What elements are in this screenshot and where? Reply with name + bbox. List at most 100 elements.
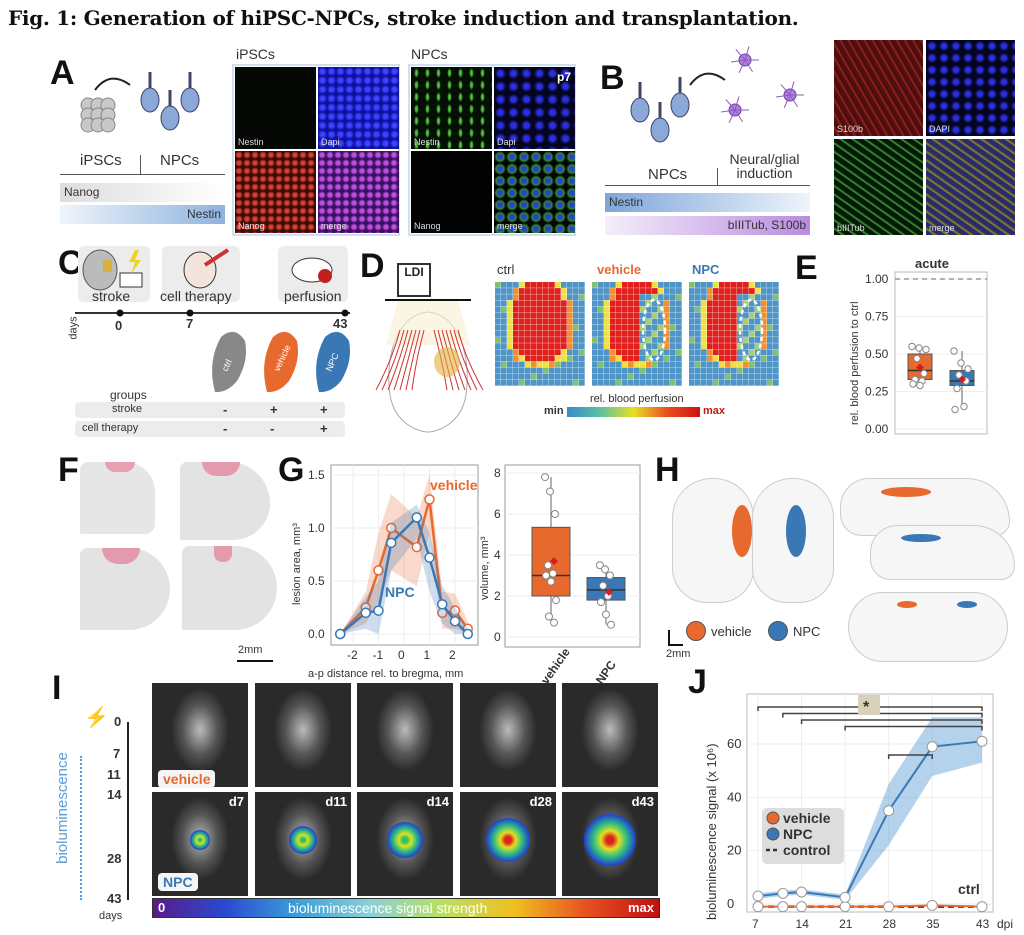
legend-label: NPC xyxy=(783,826,813,842)
heatmap-cell xyxy=(658,288,664,294)
heatmap-cell xyxy=(749,361,755,368)
heatmap-cell xyxy=(737,343,743,349)
heatmap-cell xyxy=(495,361,501,368)
heatmap-cell xyxy=(676,288,682,294)
heatmap-cell xyxy=(567,361,573,368)
heatmap-cell xyxy=(743,337,749,343)
neurite xyxy=(783,94,791,108)
panel-g-letter: G xyxy=(278,451,305,489)
divider xyxy=(140,155,141,175)
heatmap-cell xyxy=(549,379,555,386)
x-tick-label: 1 xyxy=(424,648,431,662)
heatmap-cell xyxy=(695,318,701,325)
heatmap-cell xyxy=(755,355,761,362)
heatmap-cell xyxy=(592,373,598,380)
heatmap-cell xyxy=(537,330,543,337)
heatmap-cell xyxy=(549,349,555,356)
heatmap-cell xyxy=(525,306,531,313)
heatmap-cell xyxy=(767,312,773,319)
heatmap-cell xyxy=(725,343,731,349)
heatmap-cell xyxy=(646,379,652,386)
heatmap-cell xyxy=(646,337,652,343)
perfusion-colorbar xyxy=(567,407,700,417)
heatmap-cell xyxy=(604,288,610,294)
heatmap-cell xyxy=(713,318,719,325)
data-point xyxy=(541,473,549,482)
heatmap-cell xyxy=(725,355,731,362)
heatmap-cell xyxy=(658,379,664,386)
heatmap-cell xyxy=(713,379,719,386)
heatmap-cell xyxy=(634,312,640,319)
heatmap-cell xyxy=(670,379,676,386)
heatmap-cell xyxy=(513,306,519,313)
heatmap-cell xyxy=(622,282,628,288)
data-point xyxy=(953,384,961,393)
heatmap-cell xyxy=(531,294,537,301)
heatmap-cell xyxy=(592,379,598,386)
heatmap-cell xyxy=(761,318,767,325)
heatmap-cell xyxy=(531,349,537,356)
data-point xyxy=(951,405,959,414)
day-7: 7 xyxy=(186,316,194,331)
tile-label: S100b xyxy=(837,124,864,134)
heatmap-cell xyxy=(664,282,670,288)
heatmap-cell xyxy=(537,367,543,374)
ipsc-cluster-icon xyxy=(100,117,116,133)
heatmap-cell xyxy=(640,294,646,301)
y-tick-label: 0.50 xyxy=(865,347,889,361)
colorbar-min: min xyxy=(544,405,564,417)
heatmap-cell xyxy=(743,306,749,313)
heatmap-cell xyxy=(579,379,585,386)
heatmap-cell xyxy=(773,379,779,386)
heatmap-cell xyxy=(658,343,664,349)
heatmap-cell xyxy=(767,330,773,337)
y-tick-label: 6 xyxy=(494,507,501,521)
heatmap-cell xyxy=(525,288,531,294)
heatmap-cell xyxy=(537,324,543,331)
heatmap-cell xyxy=(616,349,622,356)
heatmap-cell xyxy=(610,330,616,337)
heatmap-cell xyxy=(664,300,670,307)
data-point xyxy=(909,380,917,388)
legend-swatch xyxy=(766,827,780,841)
heatmap-cell xyxy=(628,361,634,368)
heatmap-cell xyxy=(513,349,519,356)
heatmap-cell xyxy=(561,349,567,356)
data-point xyxy=(777,887,789,899)
heatmap-cell xyxy=(501,343,507,349)
heatmap-cell xyxy=(531,343,537,349)
heatmap-cell xyxy=(658,300,664,307)
heatmap-cell xyxy=(555,300,561,307)
x-tick-label: 0 xyxy=(398,648,405,662)
data-point xyxy=(449,605,461,616)
heatmap-cell xyxy=(743,379,749,386)
tile-label: merge xyxy=(929,223,955,233)
heatmap-cell xyxy=(658,312,664,319)
lesion-outline xyxy=(641,298,667,362)
heatmap-cell xyxy=(640,373,646,380)
heatmap-cell xyxy=(525,367,531,374)
heatmap-cell xyxy=(676,361,682,368)
heatmap-cell xyxy=(767,318,773,325)
heatmap-cell xyxy=(719,361,725,368)
npc-mouse-image: d11 xyxy=(255,792,351,896)
heatmap-cell xyxy=(731,300,737,307)
heatmap-cell xyxy=(670,367,676,374)
heatmap-cell xyxy=(628,300,634,307)
heatmap-cell xyxy=(676,324,682,331)
heatmap-cell xyxy=(537,300,543,307)
heatmap-cell xyxy=(579,282,585,288)
heatmap-cell xyxy=(640,349,646,356)
heatmap-cell xyxy=(610,324,616,331)
y-tick-label: 1.00 xyxy=(865,272,889,286)
heatmap-cell xyxy=(519,306,525,313)
heatmap-cell xyxy=(676,306,682,313)
heatmap-cell xyxy=(555,306,561,313)
row-bg xyxy=(75,402,345,418)
f-scale-label: 2mm xyxy=(238,644,263,656)
heatmap-cell xyxy=(592,330,598,337)
lesion-icon xyxy=(103,260,112,272)
heatmap-cell xyxy=(495,349,501,356)
heatmap-cell xyxy=(719,282,725,288)
